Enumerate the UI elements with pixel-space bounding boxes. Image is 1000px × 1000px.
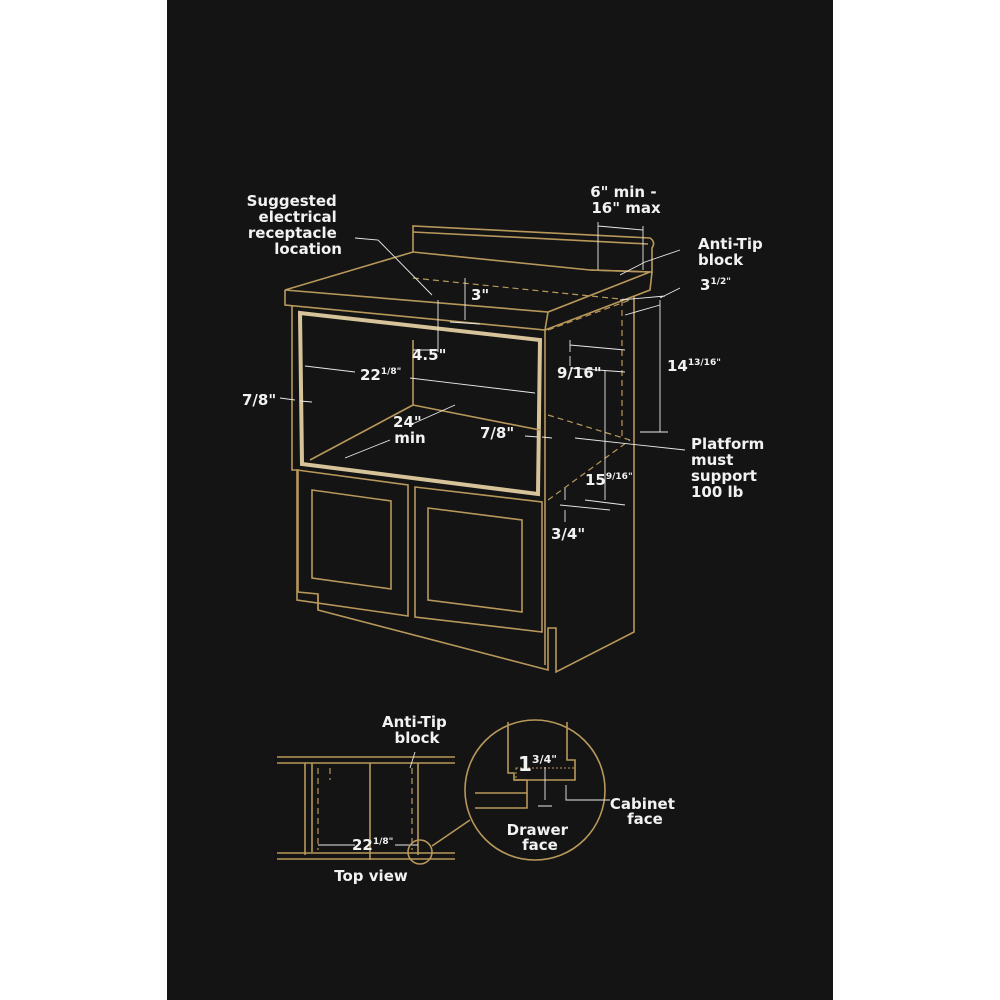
seven-eighths-left-label: 7/8" — [242, 391, 276, 409]
three-quarters-label: 3/4" — [551, 525, 585, 543]
three-half-label: 31/2" — [700, 276, 731, 294]
four-five-label: 4.5" — [412, 346, 446, 364]
drawer-face-label: Drawer face — [507, 821, 574, 854]
seven-eighths-right-label: 7/8" — [480, 424, 514, 442]
top-view-drawing — [277, 719, 610, 865]
topview-antitip-label: Anti-Tip block — [382, 713, 452, 747]
width-label: 221/8" — [360, 366, 401, 384]
topview-width-label: 221/8" — [352, 836, 393, 854]
dark-panel — [167, 0, 833, 1000]
height-top-label: 1413/16" — [667, 357, 721, 375]
range-label: 6" min - 16" max — [590, 183, 662, 217]
cabinet-face-label: Cabinet face — [610, 795, 680, 828]
depth-label: 24" min — [393, 413, 427, 447]
detail-dim-label: 13/4" — [518, 752, 557, 776]
receptacle-label: Suggested electrical receptacle location — [247, 192, 342, 258]
antitip-label: Anti-Tip block — [698, 235, 768, 269]
nine-sixteenths-label: 9/16" — [557, 364, 602, 382]
dimension-lines — [279, 222, 686, 522]
three-inch-label: 3" — [471, 286, 489, 304]
cabinet-drawing — [284, 225, 655, 674]
labels: Suggested electrical receptacle location… — [242, 183, 770, 885]
platform-label: Platform must support 100 lb — [691, 435, 770, 501]
top-view-label: Top view — [334, 867, 408, 885]
height-bottom-label: 159/16" — [585, 471, 633, 489]
